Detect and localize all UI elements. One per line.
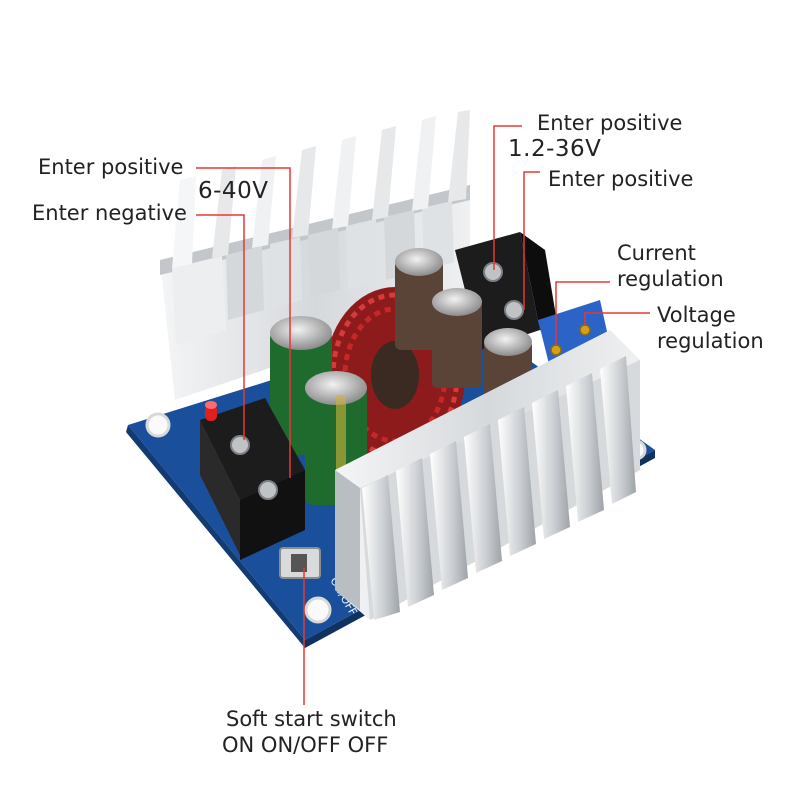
label-output-range: 1.2-36V xyxy=(508,136,602,162)
heatsink-front xyxy=(335,330,640,620)
label-output-positive-top: Enter positive xyxy=(537,111,683,135)
pointer-input-negative xyxy=(196,214,245,440)
label-current-line1: Current xyxy=(617,241,696,265)
label-current-line2: regulation xyxy=(617,267,724,291)
pointer-current-regulation xyxy=(555,281,610,346)
pcb-edge xyxy=(126,425,305,648)
label-input-range: 6-40V xyxy=(198,178,269,204)
pointer-output-positive-top xyxy=(493,125,522,270)
label-switch-line1: Soft start switch xyxy=(226,707,397,731)
label-output-positive: Enter positive xyxy=(548,167,694,191)
mount-hole-left xyxy=(145,412,171,438)
label-voltage-line2: regulation xyxy=(657,329,764,353)
label-input-positive: Enter positive xyxy=(38,155,184,179)
heatsink-back xyxy=(160,110,470,400)
label-switch-line2: ON ON/OFF OFF xyxy=(222,733,389,757)
pointer-voltage-regulation xyxy=(584,312,650,326)
soft-start-switch xyxy=(279,547,321,579)
pointer-input-positive xyxy=(196,167,291,478)
mount-hole-bottom xyxy=(304,596,332,624)
label-input-negative: Enter negative xyxy=(32,201,187,225)
power-led xyxy=(205,401,217,421)
pointer-lines xyxy=(196,125,650,705)
label-voltage-line1: Voltage xyxy=(657,303,736,327)
input-terminal-block xyxy=(200,398,305,560)
pointer-output-positive xyxy=(523,171,540,310)
